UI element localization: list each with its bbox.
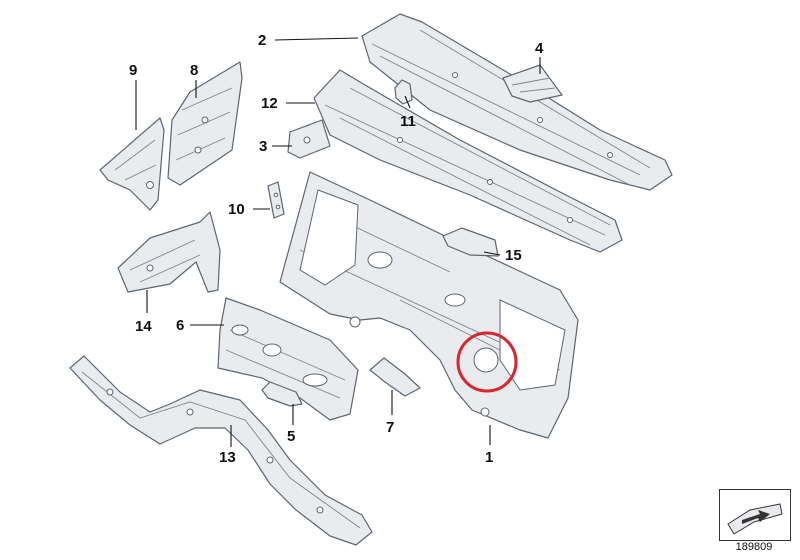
part-3-bracket[interactable] xyxy=(287,119,331,159)
highlight-circle xyxy=(456,331,518,393)
callout-13: 13 xyxy=(219,449,236,466)
part-6-lower-panel[interactable] xyxy=(217,297,359,421)
callout-6: 6 xyxy=(176,317,184,334)
part-5-bracket[interactable] xyxy=(261,381,303,407)
callout-2: 2 xyxy=(258,32,266,49)
part-14-strut-bracket[interactable] xyxy=(117,211,221,293)
callout-8: 8 xyxy=(190,62,198,79)
callout-3: 3 xyxy=(259,138,267,155)
callout-11: 11 xyxy=(400,113,416,130)
part-15-bracket[interactable] xyxy=(442,227,499,257)
part-13-longitudinal-member[interactable] xyxy=(69,355,373,546)
part-4-bracket[interactable] xyxy=(502,64,563,103)
callout-1: 1 xyxy=(485,449,493,466)
reference-number: 189809 xyxy=(735,541,773,553)
callout-15: 15 xyxy=(505,247,522,264)
part-8-inner-panel[interactable] xyxy=(167,61,243,186)
callout-14: 14 xyxy=(135,318,152,335)
callout-9: 9 xyxy=(129,62,137,79)
part-10-plate[interactable] xyxy=(267,181,285,219)
callout-7: 7 xyxy=(386,419,394,436)
reference-icon-box xyxy=(719,489,791,541)
part-7-bracket[interactable] xyxy=(369,357,421,397)
part-12-cowl-beam[interactable] xyxy=(313,69,623,253)
sheet-metal-icon xyxy=(727,503,783,535)
leader-lines xyxy=(135,37,541,447)
callout-4: 4 xyxy=(535,40,544,57)
part-9-side-panel[interactable] xyxy=(99,117,165,211)
callout-5: 5 xyxy=(287,428,295,445)
part-11-bracket[interactable] xyxy=(394,79,413,105)
callout-12: 12 xyxy=(261,95,278,112)
callout-10: 10 xyxy=(228,201,245,218)
